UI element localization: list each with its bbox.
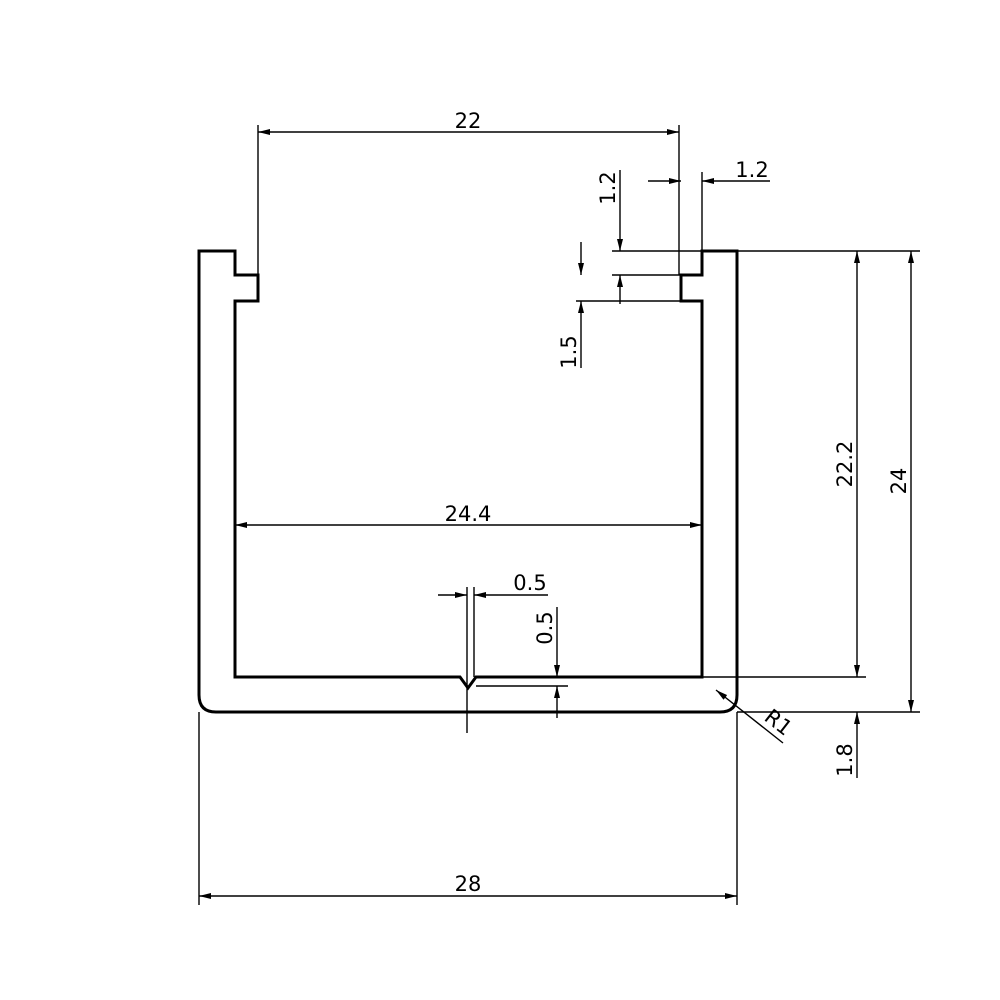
label-groove-depth: 0.5: [533, 611, 557, 644]
label-inner-height: 22.2: [833, 441, 857, 488]
outer-contour: [197, 249, 739, 714]
dim-top-opening: 22: [257, 109, 680, 275]
dim-lip-depth: 1.5: [557, 242, 681, 369]
channel-profile: [197, 249, 739, 714]
label-lip-width: 1.2: [735, 158, 768, 182]
label-base-thickness: 1.8: [833, 743, 857, 776]
label-total-width: 28: [455, 872, 482, 896]
label-lip-depth: 1.5: [557, 335, 581, 368]
dim-groove-width: 0.5: [438, 571, 548, 733]
dim-total-width: 28: [198, 712, 738, 905]
label-top-opening: 22: [455, 109, 482, 133]
label-lip-height: 1.2: [596, 171, 620, 204]
dim-corner-radius: R1: [715, 689, 797, 744]
dim-base-thickness: 1.8: [833, 712, 860, 778]
label-inner-width: 24.4: [445, 502, 492, 526]
dim-inner-width: 24.4: [235, 502, 702, 528]
dim-inner-height: 22.2: [702, 250, 920, 678]
label-groove-width: 0.5: [513, 571, 546, 595]
dim-lip-width: 1.2: [648, 158, 770, 251]
label-corner-radius: R1: [760, 704, 797, 740]
dim-groove-depth: 0.5: [476, 607, 568, 718]
dim-total-height: 24: [737, 251, 920, 713]
label-total-height: 24: [887, 468, 911, 495]
dim-lip-height: 1.2: [596, 170, 702, 304]
